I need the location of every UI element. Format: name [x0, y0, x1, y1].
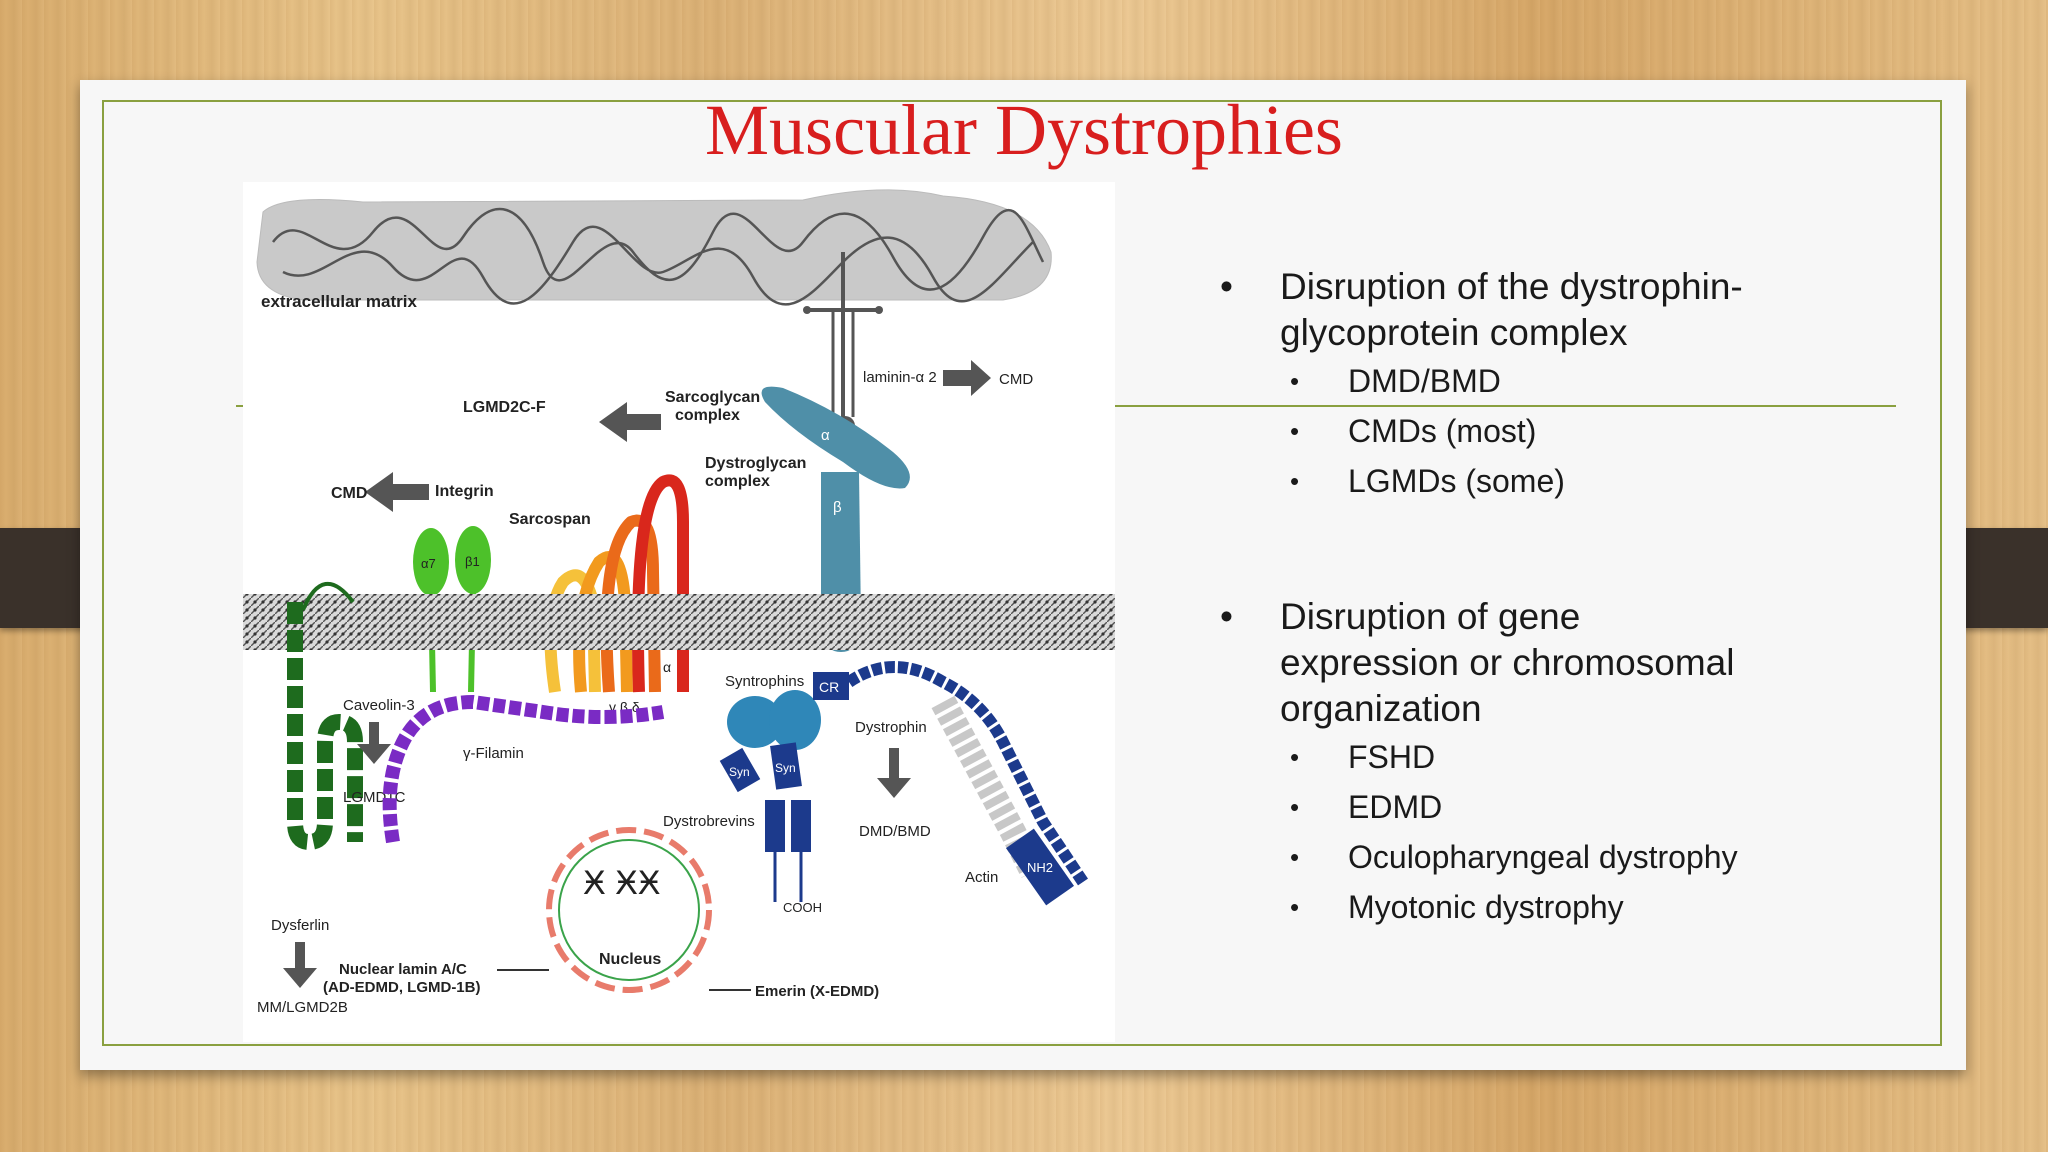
arrow-dysferlin [283, 942, 317, 988]
dystrobrevin-hh-2 [791, 800, 811, 852]
label-nuclear-lamin: Nuclear lamin A/C [339, 961, 467, 978]
syn-box-2 [770, 742, 802, 790]
label-nh2: NH2 [1027, 860, 1053, 875]
sub-bullet-dmd-bmd: DMD/BMD [1220, 356, 1840, 406]
arrow-laminin [943, 360, 991, 396]
sub-bullet-opmd: Oculopharyngeal dystrophy [1220, 832, 1840, 882]
label-extracellular-matrix: extracellular matrix [261, 292, 417, 311]
label-sarcoglycan: Sarcoglycan [665, 389, 760, 406]
diagram-svg: extracellular matrix laminin-α 2 CMD α β… [243, 189, 1115, 1016]
sub-bullet-fshd: FSHD [1220, 732, 1840, 782]
label-alpha-dystroglycan: α [821, 427, 830, 444]
sub-bullet-myotonic: Myotonic dystrophy [1220, 882, 1840, 932]
label-syn-1: Syn [729, 765, 750, 779]
label-filamin: γ-Filamin [463, 745, 524, 762]
label-cooh: COOH [783, 900, 822, 915]
label-integrin: Integrin [435, 483, 494, 500]
ecm-shape [256, 189, 1052, 301]
bullet-gene-expression: Disruption of gene expression or chromos… [1220, 594, 1840, 732]
sarcolemma [243, 594, 1115, 650]
bullet-gene-line1: Disruption of gene [1280, 596, 1581, 637]
arrow-integrin [365, 472, 429, 512]
label-emerin: Emerin (X-EDMD) [755, 983, 879, 1000]
label-syntrophins: Syntrophins [725, 673, 804, 690]
ecm-fibers [272, 207, 1045, 306]
label-dmd-bmd: DMD/BMD [859, 823, 931, 840]
label-actin: Actin [965, 869, 998, 886]
integrin-alpha [413, 528, 449, 596]
label-mm-lgmd2b: MM/LGMD2B [257, 999, 348, 1016]
label-dystroglycan: Dystroglycan [705, 455, 806, 472]
slide-title: Muscular Dystrophies [705, 90, 1343, 170]
alpha-dystroglycan [761, 386, 910, 489]
label-laminin: laminin-α 2 [863, 369, 937, 386]
filamin [382, 694, 665, 844]
label-lgmd2c-f: LGMD2C-F [463, 399, 546, 416]
arrow-dystrophin [877, 748, 911, 798]
syn-box-1 [719, 747, 761, 793]
label-sarcospan: Sarcospan [509, 511, 591, 528]
label-cr: CR [819, 679, 839, 695]
sub-bullet-cmds: CMDs (most) [1220, 406, 1840, 456]
label-dystrobrevins: Dystrobrevins [663, 813, 755, 830]
chromosomes: Ӿ ӾӾ [583, 864, 660, 902]
label-nuclear-lamin-2: (AD-EDMD, LGMD-1B) [323, 979, 480, 996]
label-dystroglycan-2: complex [705, 473, 770, 490]
label-cmd-integrin: CMD [331, 485, 367, 502]
label-nucleus: Nucleus [599, 951, 661, 968]
bullet-group-1: Disruption of the dystrophin- glycoprote… [1220, 264, 1840, 506]
dystrobrevin-hh-1 [765, 800, 785, 852]
bullet-list: Disruption of the dystrophin- glycoprote… [1220, 264, 1840, 932]
bullet-gene-line3: organization [1280, 688, 1482, 729]
slide-frame [102, 100, 1942, 1046]
label-cmd-laminin: CMD [999, 371, 1033, 388]
dysferlin [287, 602, 363, 851]
bullet-dgc-line2: glycoprotein complex [1280, 312, 1628, 353]
dystrophin-complex-diagram: extracellular matrix laminin-α 2 CMD α β… [243, 182, 1115, 1042]
sub-bullet-lgmds: LGMDs (some) [1220, 456, 1840, 506]
actin-filament [931, 695, 1045, 878]
label-integrin-alpha: α7 [421, 556, 436, 571]
label-dystrophin: Dystrophin [855, 719, 927, 736]
bullet-dgc-line1: Disruption of the dystrophin- [1280, 266, 1743, 307]
arrow-sarcoglycan [599, 402, 661, 442]
label-sarcoglycan-2: complex [675, 407, 740, 424]
label-beta-dystroglycan: β [833, 499, 842, 516]
label-caveolin: Caveolin-3 [343, 697, 415, 714]
nh2-domain [1005, 828, 1075, 906]
nuclear-envelope [546, 827, 712, 993]
syntrophin-right [769, 690, 821, 750]
cr-domain [813, 672, 849, 700]
dystrophin-rod [845, 661, 1088, 886]
bullet-gene-line2: expression or chromosomal [1280, 642, 1735, 683]
label-integrin-beta: β1 [465, 554, 480, 569]
bullet-dgc: Disruption of the dystrophin- glycoprote… [1220, 264, 1840, 356]
label-dysferlin: Dysferlin [271, 917, 329, 934]
label-sg-alpha: α [663, 659, 671, 675]
arrow-caveolin [357, 722, 391, 764]
bullet-group-2: Disruption of gene expression or chromos… [1220, 594, 1840, 932]
sub-bullet-edmd: EDMD [1220, 782, 1840, 832]
syntrophin-left [727, 696, 783, 748]
label-syn-2: Syn [775, 761, 796, 775]
integrin-beta [455, 526, 491, 594]
